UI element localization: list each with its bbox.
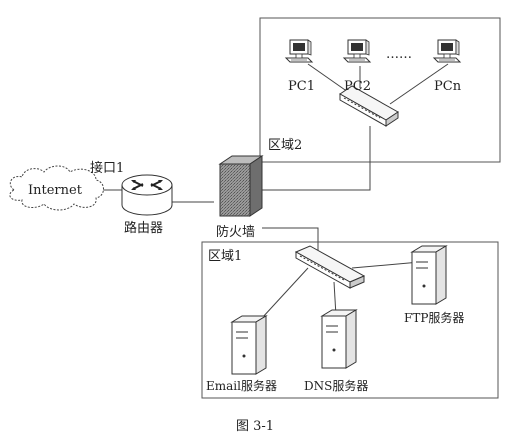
tower-server-icon [411, 245, 447, 305]
zone1-label: 区域1 [208, 249, 242, 264]
ellipsis-label: …… [386, 47, 412, 62]
ftp-server-label: FTP服务器 [404, 310, 464, 325]
desktop-pc-icon [433, 39, 461, 63]
zone2-label: 区域2 [268, 138, 302, 153]
cloud-icon [9, 165, 104, 211]
tower-server-icon [321, 309, 357, 369]
dns-server-label: DNS服务器 [304, 378, 368, 393]
interface-label: 接口1 [90, 160, 124, 176]
pcn-label: PCn [434, 79, 462, 94]
zone1-box [201, 241, 499, 399]
switch-icon [339, 85, 399, 127]
email-server-label: Email服务器 [206, 378, 277, 393]
figure-caption: 图 3-1 [236, 419, 274, 434]
firewall-label: 防火墙 [216, 224, 255, 240]
pc1-label: PC1 [288, 79, 315, 94]
internet-label: Internet [28, 183, 83, 198]
zone2-box [259, 17, 501, 163]
pc2-label: PC2 [344, 79, 371, 94]
tower-server-icon [231, 315, 267, 375]
switch-icon [294, 245, 366, 289]
desktop-pc-icon [285, 39, 313, 63]
desktop-pc-icon [343, 39, 371, 63]
firewall-icon [218, 155, 264, 217]
router-label: 路由器 [124, 220, 163, 236]
router-icon [121, 174, 173, 216]
